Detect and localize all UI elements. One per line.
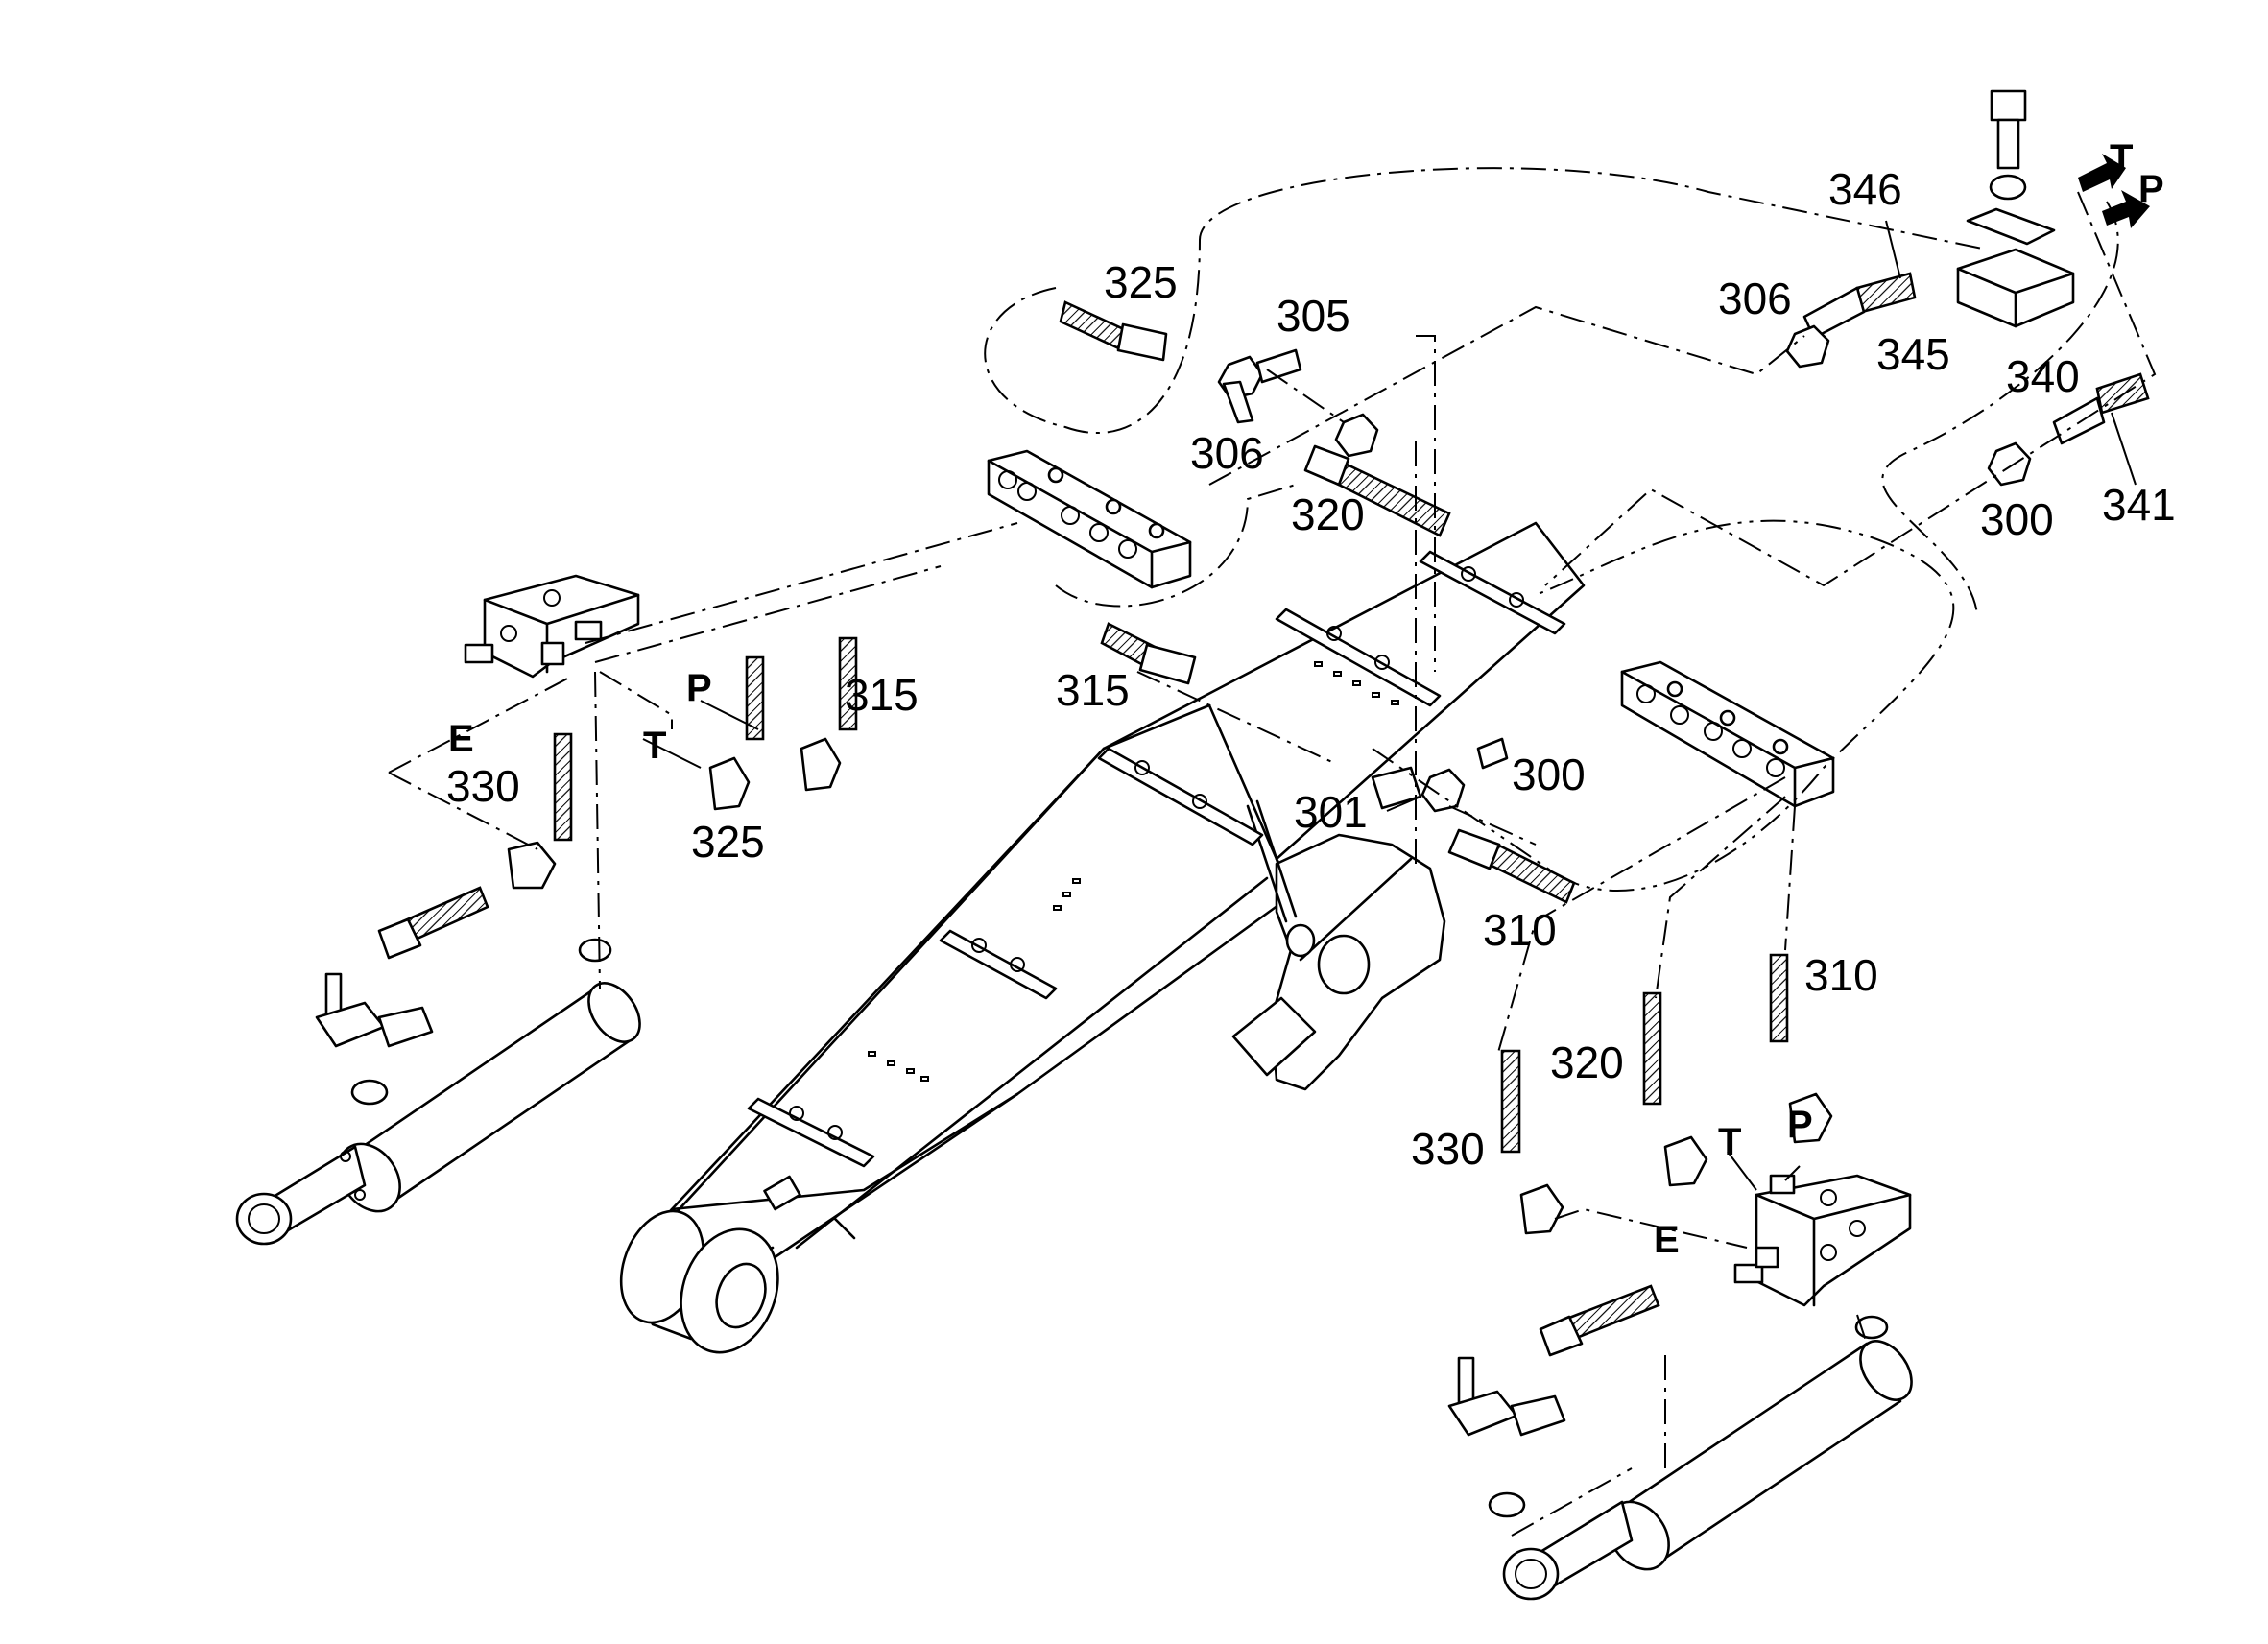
label-330-left: 330 <box>446 761 520 811</box>
label-330-right: 330 <box>1411 1124 1485 1174</box>
label-320-top: 320 <box>1291 489 1365 539</box>
port-p-right: P <box>1787 1104 1813 1146</box>
hose-clip-bars <box>747 550 1566 1168</box>
cylinder-right <box>1502 1340 1913 1601</box>
port-p-left: P <box>686 667 712 709</box>
cylinder-left <box>235 982 641 1246</box>
port-t-left: T <box>643 725 666 767</box>
port-labels: T P E P T T P E <box>448 137 2164 1261</box>
label-310-right: 310 <box>1804 950 1878 1000</box>
label-325-top: 325 <box>1104 257 1178 307</box>
part-labels: 325 305 306 320 306 346 345 340 341 300 … <box>446 164 2176 1174</box>
label-325-left: 325 <box>691 817 765 867</box>
label-300-mid: 300 <box>1512 750 1586 799</box>
label-310-mid: 310 <box>1483 905 1557 955</box>
port-t-top: T <box>2110 137 2133 179</box>
routing-lines <box>388 167 2157 1537</box>
port-t-right: T <box>1718 1121 1741 1163</box>
label-315-mid: 315 <box>1056 665 1130 715</box>
label-315-left: 315 <box>845 670 919 720</box>
port-e-right: E <box>1654 1219 1680 1261</box>
valve-block-right <box>1733 1174 1912 1307</box>
label-340: 340 <box>2006 351 2080 401</box>
label-301: 301 <box>1294 787 1368 837</box>
leader-lines <box>642 220 2137 1191</box>
label-346: 346 <box>1828 164 1902 214</box>
label-341: 341 <box>2102 480 2176 530</box>
label-300-top: 300 <box>1980 494 2054 544</box>
clamp-block-right <box>1620 660 1835 808</box>
port-p-top: P <box>2138 168 2164 210</box>
valve-block-left <box>464 574 640 679</box>
label-345: 345 <box>1876 329 1950 379</box>
label-306-top-left: 306 <box>1190 428 1264 478</box>
label-320-right: 320 <box>1550 1037 1624 1087</box>
port-e-left: E <box>448 718 474 760</box>
fittings <box>315 89 2075 1518</box>
boom-arm <box>619 521 1586 1354</box>
label-305: 305 <box>1277 291 1350 341</box>
clamp-block-left <box>987 449 1192 589</box>
label-306-top-right: 306 <box>1718 274 1792 323</box>
